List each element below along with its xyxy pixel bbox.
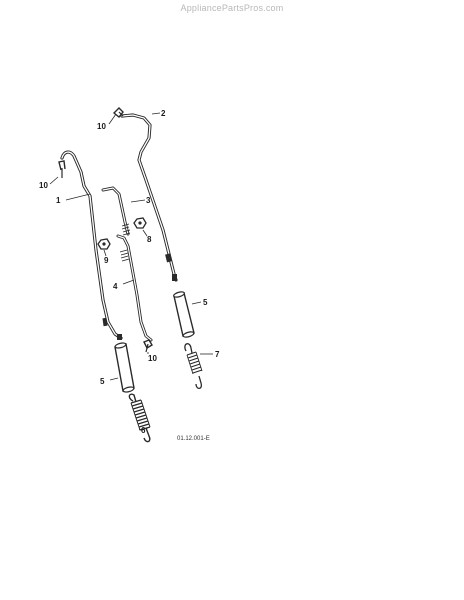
part-5-grip-lower bbox=[114, 342, 135, 393]
part-5-grip-upper bbox=[173, 291, 195, 338]
watermark-text: AppliancePartsPros.com bbox=[180, 3, 284, 13]
part-10-clip-bottom bbox=[143, 339, 153, 353]
callout-9: 9 bbox=[104, 256, 109, 265]
callout-7: 7 bbox=[215, 350, 220, 359]
callout-1: 1 bbox=[56, 196, 61, 205]
part-10-clip-left bbox=[58, 160, 66, 178]
callout-10-left: 10 bbox=[39, 181, 48, 190]
callout-5-upper: 5 bbox=[203, 298, 208, 307]
callout-4: 4 bbox=[113, 282, 118, 291]
callout-3: 3 bbox=[146, 196, 151, 205]
part-9-nut bbox=[97, 238, 111, 250]
leader-lines bbox=[49, 112, 213, 431]
part-7-spring bbox=[184, 343, 203, 390]
callout-5-lower: 5 bbox=[100, 377, 105, 386]
callout-2: 2 bbox=[161, 109, 166, 118]
callout-10-bottom: 10 bbox=[148, 354, 157, 363]
callout-6: 6 bbox=[141, 426, 146, 435]
drawing-code: 01.12.001-E bbox=[177, 436, 210, 442]
callout-10-top: 10 bbox=[97, 122, 106, 131]
part-8-nut bbox=[133, 217, 147, 229]
part-4-linkage-rod bbox=[116, 234, 153, 342]
part-1-control-rod bbox=[60, 150, 123, 340]
part-3-short-rod bbox=[101, 186, 131, 236]
part-6-spring bbox=[128, 393, 151, 443]
callout-8: 8 bbox=[147, 235, 152, 244]
part-2-control-rod bbox=[120, 113, 178, 282]
part-10-clip-top bbox=[112, 107, 124, 118]
